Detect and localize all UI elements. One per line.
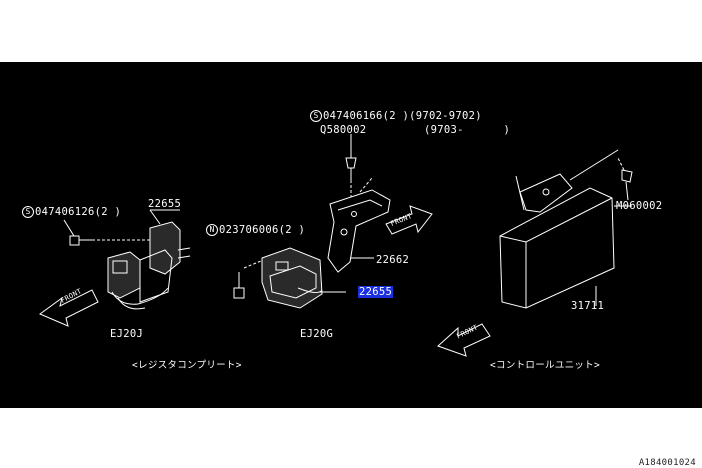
right-bolt [621, 169, 633, 201]
front-arrow-middle [385, 205, 433, 235]
bolt-top-alt-code: Q580002 [320, 124, 367, 136]
bolt-top-circle-icon: S [310, 110, 322, 122]
middle-register-assembly [261, 247, 346, 309]
caption-control-unit: <コントロールユニット> [490, 360, 601, 371]
middle-nut [233, 272, 245, 299]
bolt-left-circle-icon: S [22, 206, 34, 218]
left-register-assembly [107, 221, 191, 310]
bolt-top-alt-range: (9703- ) [424, 124, 511, 136]
left-bolt [69, 235, 92, 246]
part-31711: 31711 [571, 300, 605, 312]
front-arrow-right [437, 323, 491, 357]
nut-circle-icon: N [206, 224, 218, 236]
figure-code: A184001024 [638, 458, 696, 468]
part-22655-highlighted[interactable]: 22655 [358, 286, 394, 298]
middle-bracket [327, 177, 391, 273]
part-22655-left: 22655 [148, 198, 182, 210]
part-22662: 22662 [376, 254, 410, 266]
control-unit-bracket [515, 173, 573, 213]
control-unit-box [499, 187, 615, 309]
engine-ej20j: EJ20J [110, 328, 144, 340]
caption-register-complete: <レジスタコンプリート> [132, 360, 242, 371]
middle-bolt [345, 134, 357, 180]
front-arrow-left [38, 289, 99, 327]
part-m060002: M060002 [616, 200, 663, 212]
engine-ej20g: EJ20G [300, 328, 334, 340]
diagram-drawing [38, 134, 633, 357]
